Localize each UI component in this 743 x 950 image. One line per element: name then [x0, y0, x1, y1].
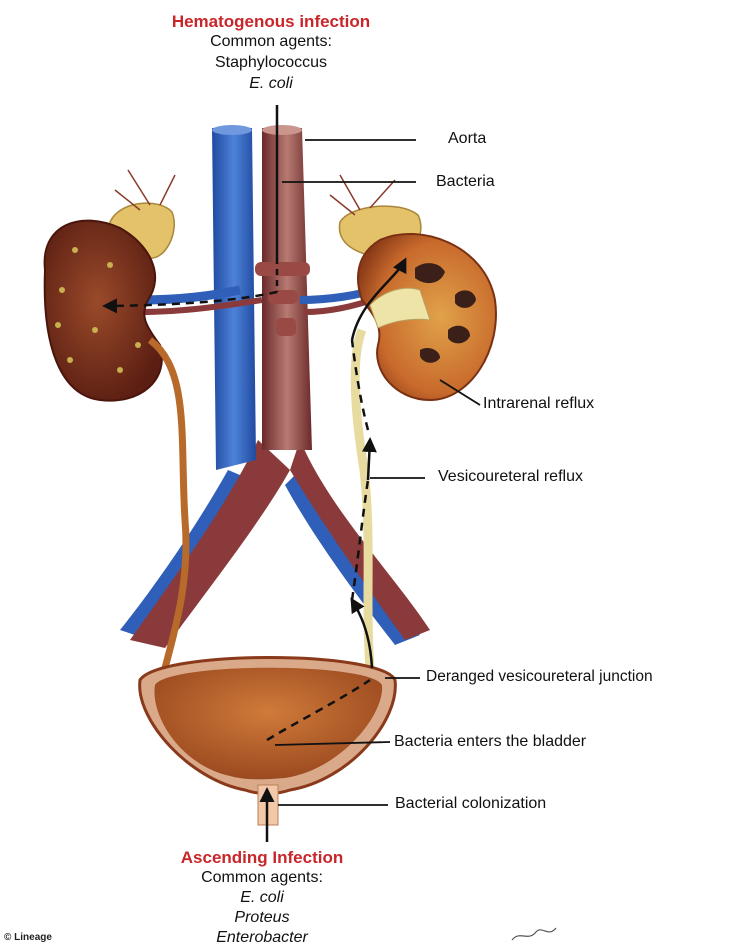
vena-cava-opening — [212, 125, 252, 135]
hematogenous-agent-ecoli: E. coli — [249, 75, 293, 93]
label-bacteria: Bacteria — [436, 173, 495, 191]
hematogenous-title: Hematogenous infection — [172, 12, 370, 32]
ascending-title: Ascending Infection — [181, 848, 343, 868]
label-intrarenal-reflux: Intrarenal reflux — [483, 395, 594, 413]
ascending-agent-enterobacter: Enterobacter — [216, 929, 308, 947]
artist-signature — [512, 928, 556, 940]
label-deranged-junction: Deranged vesicoureteral junction — [426, 668, 653, 686]
hematogenous-agents-label: Common agents: — [210, 33, 332, 51]
ascending-agent-proteus: Proteus — [234, 909, 289, 927]
renal-vessels — [140, 288, 380, 312]
label-aorta: Aorta — [448, 130, 486, 148]
aorta-opening — [262, 125, 302, 135]
right-ureter — [355, 330, 370, 668]
hematogenous-agent-staphylococcus: Staphylococcus — [215, 54, 327, 72]
left-kidney — [45, 221, 162, 401]
ascending-agent-ecoli: E. coli — [240, 889, 284, 907]
copyright-credit: © Lineage — [4, 932, 52, 943]
ascending-agents-label: Common agents: — [201, 869, 323, 887]
aorta-vessel — [262, 128, 312, 450]
label-bacterial-colonization: Bacterial colonization — [395, 795, 546, 813]
label-bacteria-enters-bladder: Bacteria enters the bladder — [394, 733, 586, 751]
label-vesicoureteral-reflux: Vesicoureteral reflux — [438, 468, 583, 486]
